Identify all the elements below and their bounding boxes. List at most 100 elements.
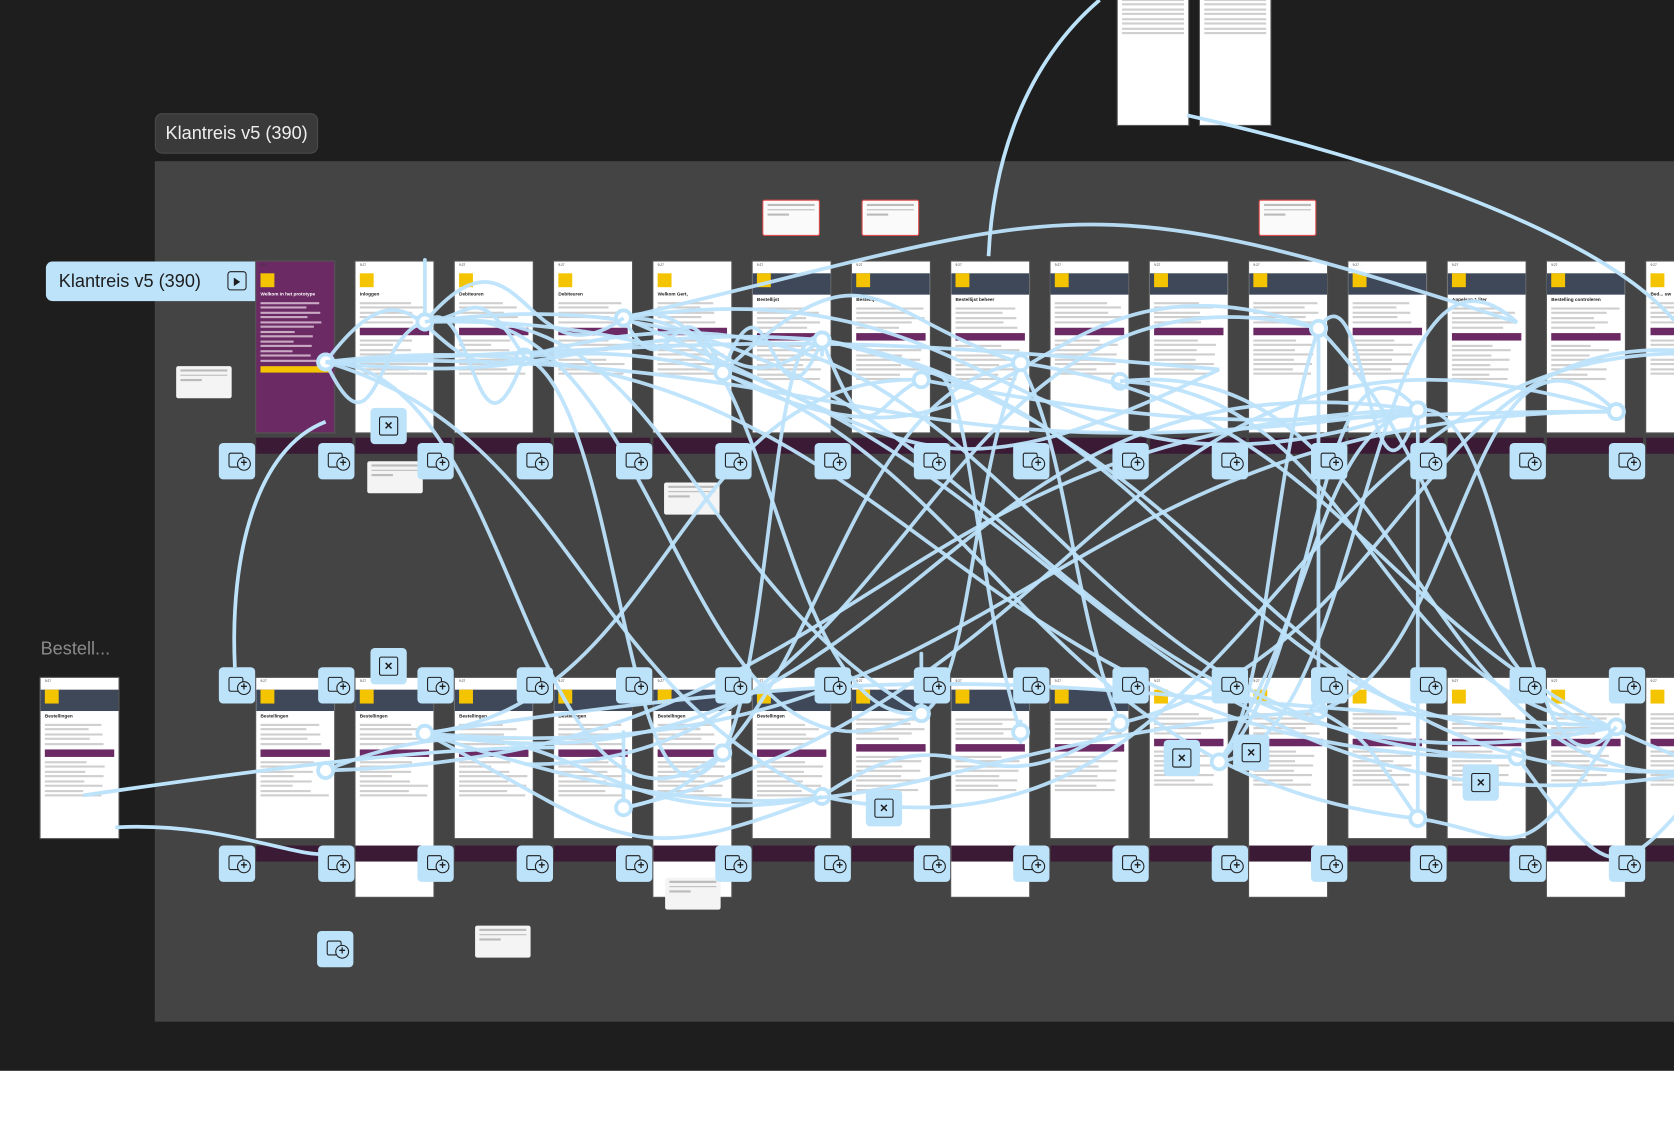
close-overlay-icon[interactable]: × — [370, 407, 407, 445]
flow-start-icon[interactable] — [1112, 845, 1149, 882]
text-line — [955, 358, 1019, 361]
text-line — [558, 770, 608, 773]
flow-start-icon[interactable] — [317, 930, 354, 968]
flow-start-icon[interactable] — [1311, 667, 1348, 704]
screen-frame[interactable]: 9:27 — [1050, 261, 1129, 433]
flow-start-tag[interactable]: Klantreis v5 (390) — [45, 261, 256, 302]
flow-start-icon[interactable] — [417, 443, 454, 480]
screen-frame[interactable] — [1199, 0, 1271, 125]
screen-frame[interactable]: 9:27 — [1348, 261, 1427, 433]
flow-start-icon[interactable] — [218, 443, 256, 480]
flow-start-icon[interactable] — [715, 443, 752, 480]
flow-start-icon[interactable] — [1509, 443, 1546, 480]
close-overlay-icon[interactable]: × — [1163, 739, 1200, 777]
screen-frame[interactable]: 9:27 — [1646, 677, 1674, 839]
flow-start-icon[interactable] — [1509, 845, 1546, 882]
flow-start-icon[interactable] — [1112, 443, 1149, 480]
flow-start-icon[interactable] — [814, 845, 851, 882]
flow-start-icon[interactable] — [318, 667, 355, 704]
comment-note[interactable] — [664, 482, 720, 515]
screen-frame[interactable] — [1117, 0, 1189, 125]
flow-start-icon[interactable] — [1410, 667, 1447, 704]
comment-note[interactable] — [1258, 199, 1317, 236]
comment-note[interactable] — [475, 925, 531, 958]
flow-start-icon[interactable] — [1608, 667, 1646, 704]
flow-start-icon[interactable] — [318, 443, 355, 480]
flow-start-icon[interactable] — [913, 845, 951, 882]
flow-start-icon[interactable] — [616, 845, 653, 882]
text-line — [459, 311, 504, 314]
flow-start-icon[interactable] — [1013, 845, 1050, 882]
comment-note[interactable] — [176, 366, 232, 399]
text-line — [1551, 306, 1620, 310]
flow-start-icon[interactable] — [218, 845, 256, 882]
flow-start-icon[interactable] — [1311, 845, 1348, 882]
text-line — [1054, 320, 1110, 323]
flow-start-icon[interactable] — [516, 443, 554, 480]
screen-frame[interactable]: 9:27 — [1249, 261, 1328, 433]
flow-start-icon[interactable] — [516, 667, 554, 704]
text-line — [756, 775, 823, 778]
flow-start-icon[interactable] — [1112, 667, 1149, 704]
flow-start-icon[interactable] — [1311, 443, 1348, 480]
text-line — [44, 742, 104, 745]
flow-start-icon[interactable] — [1410, 443, 1447, 480]
flow-start-icon[interactable] — [1013, 443, 1050, 480]
logo — [657, 689, 672, 704]
comment-note[interactable] — [367, 461, 423, 494]
comment-note[interactable] — [861, 199, 920, 236]
flow-start-icon[interactable] — [516, 845, 554, 882]
comment-note[interactable] — [762, 199, 820, 236]
flow-start-icon[interactable] — [417, 667, 454, 704]
flow-start-icon[interactable] — [1013, 667, 1050, 704]
close-overlay-icon[interactable]: × — [370, 648, 407, 685]
flow-start-icon[interactable] — [1211, 443, 1249, 480]
flow-start-icon[interactable] — [1608, 443, 1646, 480]
text-line — [1551, 778, 1588, 781]
flow-start-icon[interactable] — [1509, 667, 1546, 704]
flow-start-icon[interactable] — [616, 667, 653, 704]
text-line — [1253, 301, 1318, 304]
play-prototype-icon[interactable] — [227, 271, 247, 291]
flow-start-icon[interactable] — [715, 667, 752, 704]
close-overlay-icon[interactable]: × — [1462, 764, 1499, 801]
flow-start-icon[interactable] — [715, 845, 752, 882]
flow-start-icon[interactable] — [814, 667, 851, 704]
screen-title: Appelsap 1 liter — [1451, 296, 1487, 303]
close-overlay-icon[interactable]: × — [1233, 734, 1270, 771]
flow-start-icon[interactable] — [417, 845, 454, 882]
text-line — [1253, 338, 1297, 342]
section-title[interactable]: Klantreis v5 (390) — [154, 113, 319, 154]
flow-start-icon[interactable] — [913, 443, 951, 480]
side-frame-label[interactable]: Bestell... — [40, 638, 111, 659]
flow-start-icon[interactable] — [318, 845, 355, 882]
flow-start-icon[interactable] — [616, 443, 653, 480]
logo — [1154, 689, 1168, 704]
flow-start-icon[interactable] — [1211, 667, 1249, 704]
screen-frame[interactable]: 9:27 — [1149, 261, 1228, 433]
text-line — [756, 770, 804, 773]
flow-start-icon[interactable] — [1211, 845, 1249, 882]
flow-start-icon[interactable] — [913, 667, 951, 704]
app-header — [752, 273, 831, 295]
flow-start-icon[interactable] — [1608, 845, 1646, 882]
flow-start-icon[interactable] — [814, 443, 851, 480]
text-line — [1650, 774, 1674, 777]
flow-start-icon[interactable] — [1410, 845, 1447, 882]
flow-start-icon[interactable] — [218, 667, 256, 704]
close-overlay-icon[interactable]: × — [865, 790, 903, 827]
comment-note[interactable] — [665, 877, 721, 910]
